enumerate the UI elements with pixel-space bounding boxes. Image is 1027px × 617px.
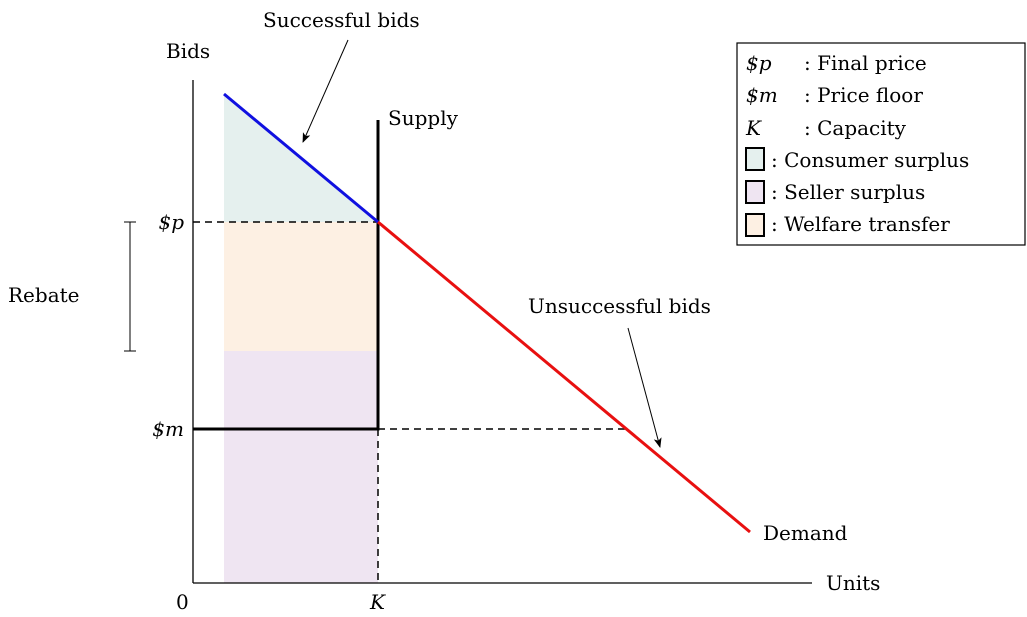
successful-bids-line bbox=[223, 92, 379, 224]
legend-welfare-transfer-text: : Welfare transfer bbox=[771, 212, 950, 236]
unsuccessful-bids-arrow bbox=[627, 327, 662, 448]
legend-capacity-symbol: K bbox=[745, 116, 762, 140]
successful-bids-label: Successful bids bbox=[263, 8, 420, 32]
supply-label: Supply bbox=[388, 106, 459, 130]
seller-surplus-region bbox=[224, 351, 378, 583]
welfare-transfer-region bbox=[224, 222, 378, 351]
legend-consumer-surplus-swatch bbox=[745, 147, 765, 171]
legend-capacity-text: : Capacity bbox=[804, 116, 907, 140]
x-axis-label: Units bbox=[826, 571, 880, 595]
unsuccessful-bids-line bbox=[377, 220, 751, 534]
legend-final-price-symbol: $p bbox=[746, 51, 772, 75]
legend-final-price-text: : Final price bbox=[804, 51, 927, 75]
legend-welfare-transfer-swatch bbox=[745, 213, 765, 237]
origin-label: 0 bbox=[176, 590, 189, 614]
capacity-tick-label: K bbox=[369, 590, 386, 614]
legend-price-floor-text: : Price floor bbox=[804, 83, 923, 107]
y-axis-label: Bids bbox=[166, 39, 210, 63]
demand-label: Demand bbox=[763, 521, 848, 545]
legend: $p : Final price $m : Price floor K : Ca… bbox=[736, 42, 1026, 246]
legend-seller-surplus-swatch bbox=[745, 180, 765, 204]
rebate-bracket bbox=[124, 221, 136, 352]
legend-price-floor-symbol: $m bbox=[746, 83, 778, 107]
floor-tick-label: $m bbox=[152, 417, 184, 441]
unsuccessful-bids-label: Unsuccessful bids bbox=[528, 294, 711, 318]
legend-consumer-surplus-text: : Consumer surplus bbox=[771, 148, 969, 172]
price-tick-label: $p bbox=[158, 210, 184, 234]
successful-bids-arrow bbox=[302, 39, 349, 143]
legend-seller-surplus-text: : Seller surplus bbox=[771, 180, 925, 204]
rebate-label: Rebate bbox=[8, 283, 80, 307]
